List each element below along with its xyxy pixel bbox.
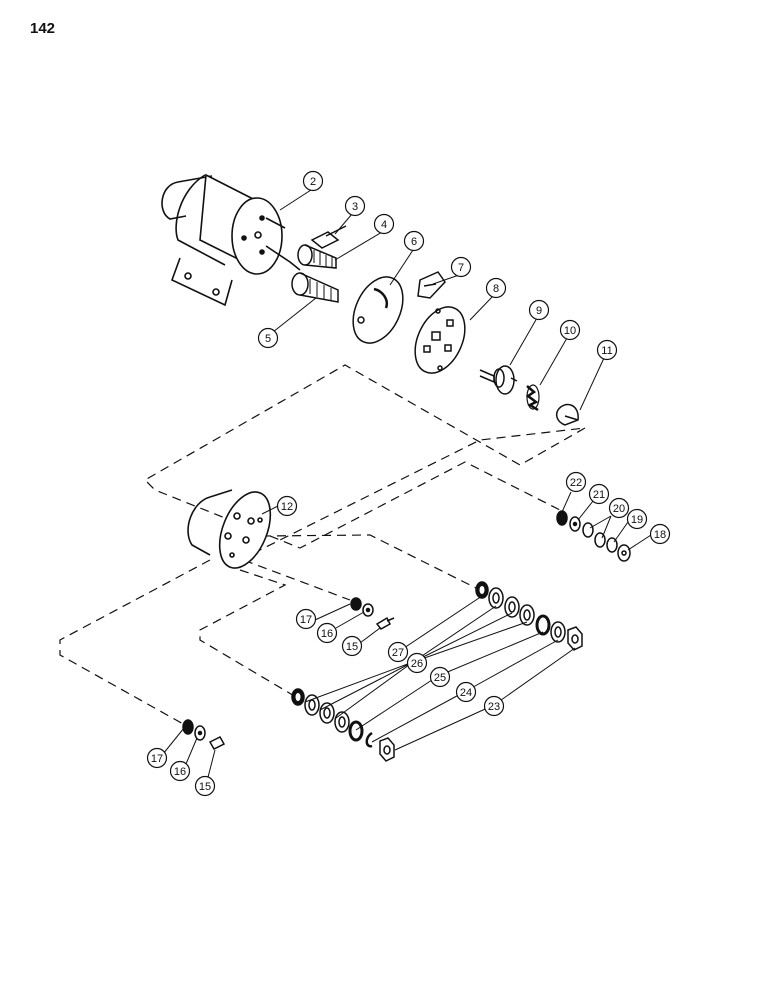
solenoid-body: [161, 173, 301, 307]
svg-text:7: 7: [458, 262, 464, 274]
callout-27: 27: [387, 641, 409, 663]
svg-text:4: 4: [381, 219, 387, 231]
svg-text:11: 11: [601, 345, 612, 357]
hardware-stack-18-22: [556, 510, 631, 562]
callout-24: 24: [455, 681, 477, 703]
cap-part-11: [555, 403, 579, 426]
hardware-stack-23-27-lower: [291, 688, 395, 762]
stud-bolt-part-4: [297, 244, 337, 269]
callout-19: 19: [626, 508, 648, 530]
svg-text:6: 6: [411, 236, 417, 248]
hardware-stack-23-27-upper: [475, 581, 583, 651]
svg-text:24: 24: [460, 687, 472, 699]
svg-text:10: 10: [564, 325, 576, 337]
svg-text:23: 23: [488, 701, 500, 713]
page-number: 142: [30, 20, 56, 37]
callout-16-upper: 16: [316, 622, 338, 644]
callout-5: 5: [257, 327, 279, 349]
callout-2: 2: [302, 170, 324, 192]
svg-text:15: 15: [346, 641, 358, 653]
callout-17-lower: 17: [146, 747, 168, 769]
svg-text:18: 18: [654, 529, 666, 541]
callout-9: 9: [528, 299, 550, 321]
housing-part-12: [187, 489, 272, 569]
svg-text:17: 17: [300, 614, 312, 626]
callout-26: 26: [406, 652, 428, 674]
svg-text:17: 17: [151, 753, 163, 765]
callout-21: 21: [588, 483, 610, 505]
svg-text:22: 22: [570, 477, 582, 489]
callout-25: 25: [429, 666, 451, 688]
svg-text:2: 2: [310, 176, 316, 188]
callout-8: 8: [485, 277, 507, 299]
svg-text:8: 8: [493, 283, 499, 295]
disc-part-6: [352, 276, 404, 344]
leader-lines: [162, 189, 652, 786]
callout-12: 12: [276, 495, 298, 517]
svg-text:20: 20: [613, 503, 625, 515]
assembly-guide-lines: [59, 364, 586, 726]
screw-part-3: [310, 225, 347, 249]
svg-text:27: 27: [392, 647, 404, 659]
callout-15-upper: 15: [341, 635, 363, 657]
svg-text:16: 16: [174, 766, 186, 778]
svg-text:25: 25: [434, 672, 446, 684]
contact-plate-part-8: [414, 306, 466, 374]
callout-11: 11: [596, 339, 618, 361]
callout-15-lower: 15: [194, 775, 216, 797]
svg-text:12: 12: [281, 501, 293, 513]
callout-17-upper: 17: [295, 608, 317, 630]
callout-22: 22: [565, 471, 587, 493]
callout-16-lower: 16: [169, 760, 191, 782]
callout-3: 3: [344, 195, 366, 217]
callout-6: 6: [403, 230, 425, 252]
hardware-stack-15-17-lower: [182, 719, 226, 750]
stud-bolt-part-5: [291, 272, 339, 303]
spring-part-10: [525, 384, 540, 412]
callout-23: 23: [483, 695, 505, 717]
plunger-part-9: [479, 365, 518, 395]
svg-text:16: 16: [321, 628, 333, 640]
hardware-stack-15-17-upper: [350, 597, 395, 630]
callout-10: 10: [559, 319, 581, 341]
svg-text:19: 19: [631, 514, 643, 526]
svg-text:5: 5: [265, 333, 271, 345]
callout-20: 20: [608, 497, 630, 519]
svg-text:3: 3: [352, 201, 358, 213]
svg-text:26: 26: [411, 658, 423, 670]
svg-text:15: 15: [199, 781, 211, 793]
callout-4: 4: [373, 213, 395, 235]
callout-18: 18: [649, 523, 671, 545]
svg-text:9: 9: [536, 305, 542, 317]
clip-part-7: [417, 271, 446, 299]
svg-text:21: 21: [593, 489, 605, 501]
callout-7: 7: [450, 256, 472, 278]
